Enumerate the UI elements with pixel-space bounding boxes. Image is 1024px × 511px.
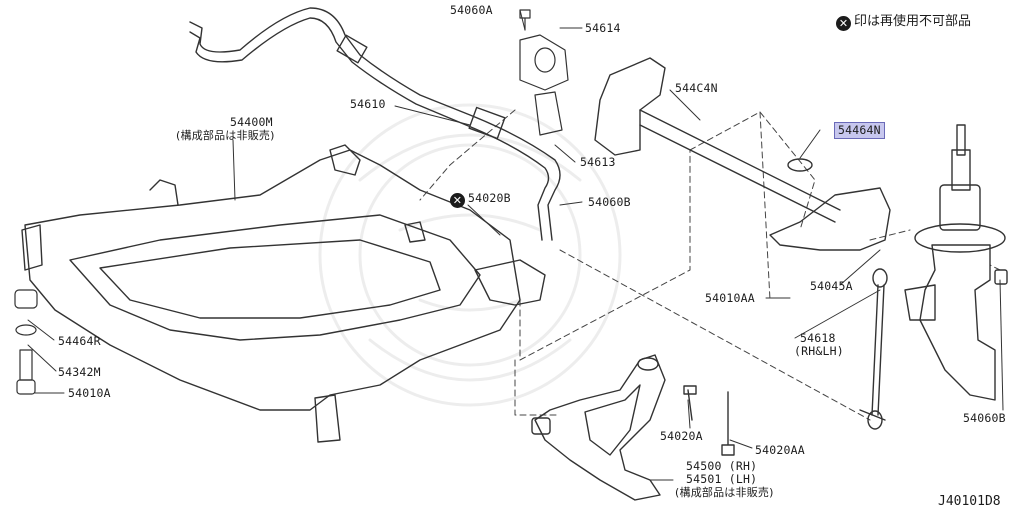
part-54045A-label[interactable]: 54045A [810, 279, 853, 293]
part-54500-note: (構成部品は非販売) [675, 486, 774, 499]
part-544C4N-label[interactable]: 544C4N [675, 81, 718, 95]
lower-control-arm [531, 354, 735, 501]
part-54400M-note: (構成部品は非販売) [176, 129, 275, 142]
x-circle-icon: ✕ [836, 16, 851, 31]
part-54400M-label[interactable]: 54400M [230, 115, 273, 129]
part-54500-label[interactable]: 54500 (RH) [686, 459, 758, 473]
reinforcement-bar [594, 57, 891, 251]
part-54501-label[interactable]: 54501 (LH) [686, 472, 758, 486]
left-mount-hardware [14, 289, 38, 395]
part-54020AA-label[interactable]: 54020AA [755, 443, 805, 457]
part-54020B-label[interactable]: ✕54020B [450, 192, 511, 208]
part-54614-label[interactable]: 54614 [585, 21, 621, 35]
stabilizer-bushing [519, 9, 569, 136]
diagram-code: J40101D8 [938, 494, 1001, 509]
part-54020B-text: 54020B [468, 191, 511, 205]
strut-assembly [904, 124, 1008, 401]
part-54010A-label[interactable]: 54010A [68, 386, 111, 400]
part-54464N-label-highlighted[interactable]: 54464N [834, 122, 885, 139]
part-54020A-label[interactable]: 54020A [660, 429, 703, 443]
watermark-emblem [318, 103, 622, 407]
leader-lines [27, 9, 1004, 481]
stabilizer-bar [189, 7, 561, 241]
part-54342M-label[interactable]: 54342M [58, 365, 101, 379]
part-54010AA-label[interactable]: 54010AA [705, 291, 755, 305]
front-suspension-member [21, 144, 546, 443]
dashed-guide-lines [419, 109, 1001, 421]
part-54613-label[interactable]: 54613 [580, 155, 616, 169]
legend-text: 印は再使用不可部品 [854, 14, 972, 29]
part-54610-label[interactable]: 54610 [350, 97, 386, 111]
part-54618-label[interactable]: 54618 [800, 331, 836, 345]
part-54618-note: (RH&LH) [794, 344, 844, 358]
legend-non-reusable: ✕印は再使用不可部品 [836, 10, 971, 31]
part-54060A-label[interactable]: 54060A [450, 3, 493, 17]
part-54060B-right-label[interactable]: 54060B [963, 411, 1006, 425]
part-54464R-label[interactable]: 54464R [58, 334, 101, 348]
x-circle-icon: ✕ [450, 193, 465, 208]
part-54060B-upper-label[interactable]: 54060B [588, 195, 631, 209]
stabilizer-link [859, 268, 888, 430]
